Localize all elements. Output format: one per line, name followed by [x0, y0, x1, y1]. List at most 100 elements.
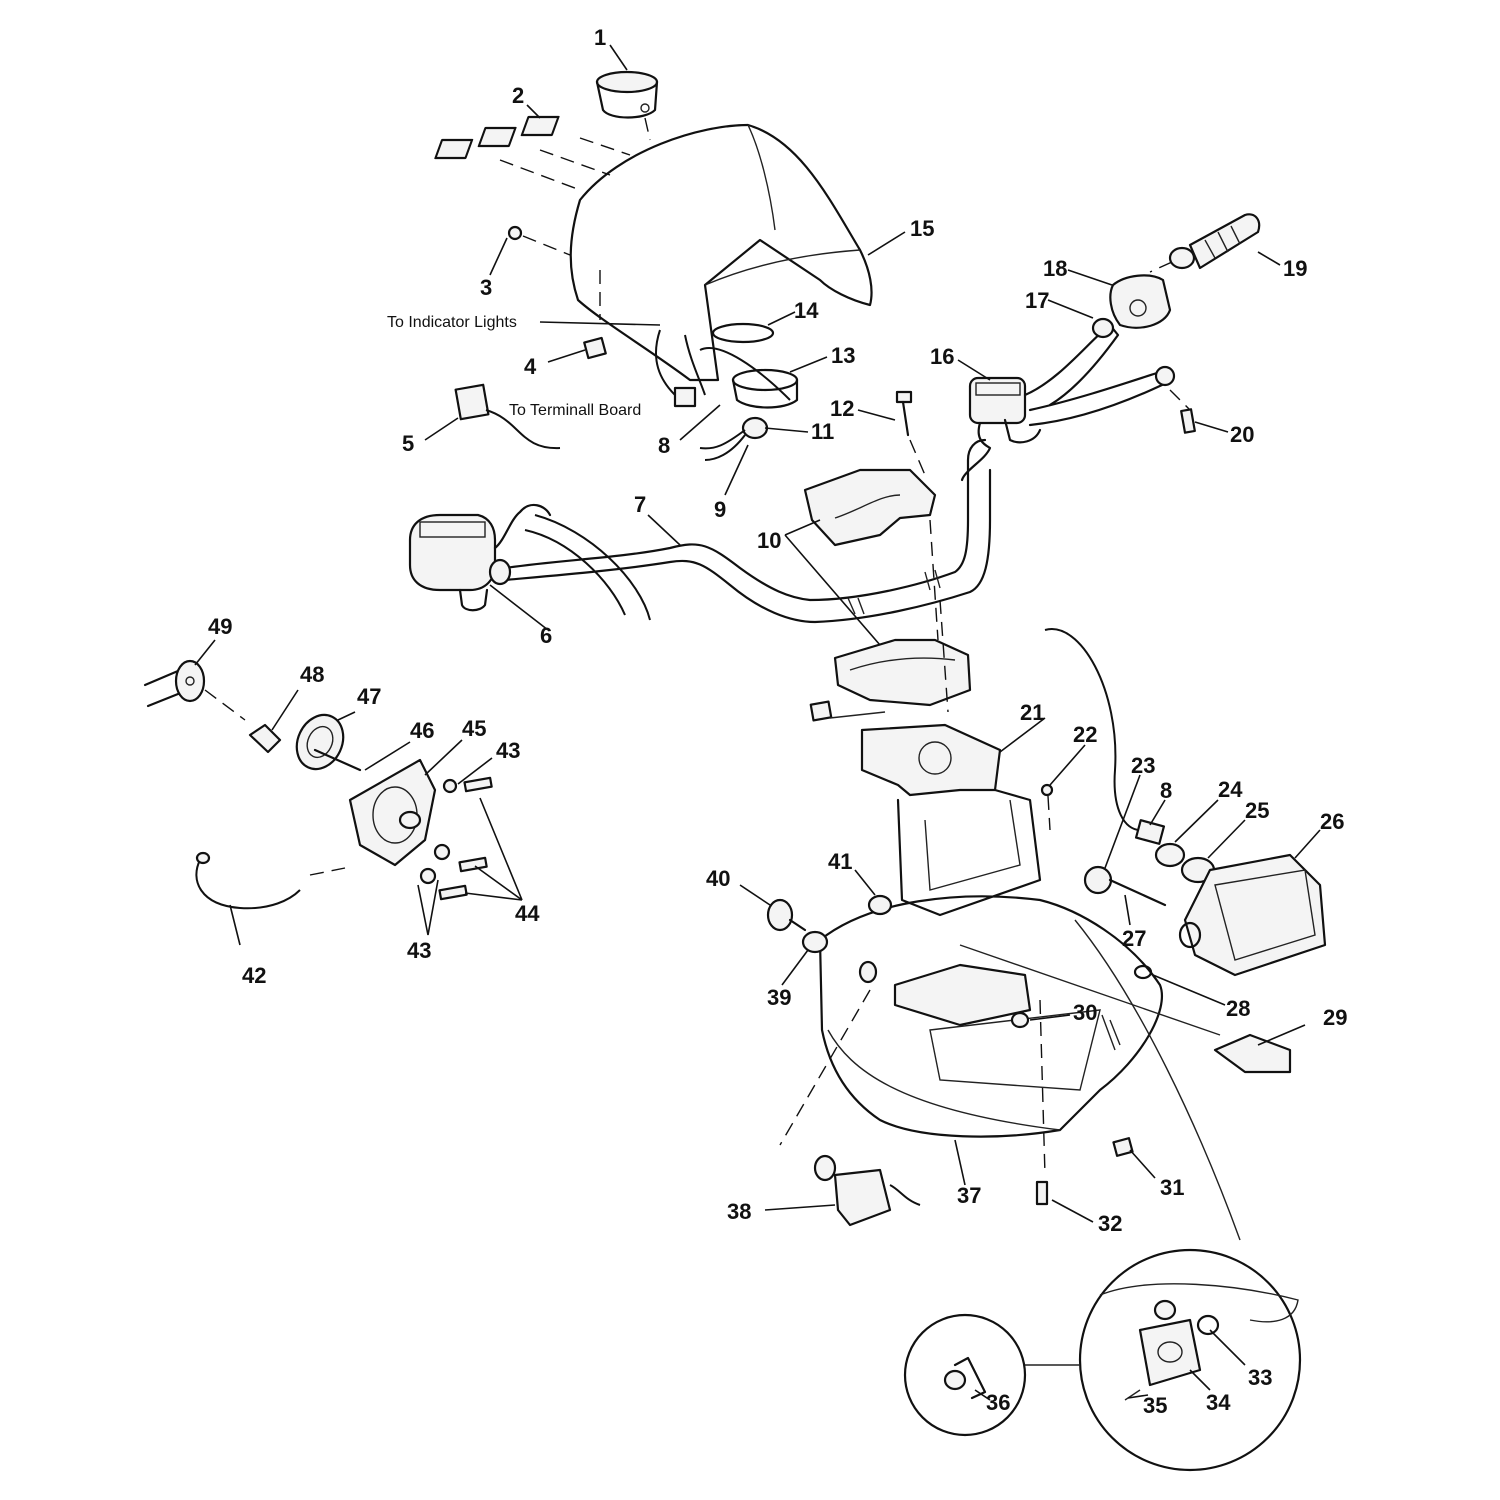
callout-3: 3: [480, 275, 492, 300]
mount-bracket-21: [860, 723, 1042, 917]
callout-39: 39: [767, 985, 791, 1010]
callout-40: 40: [706, 866, 730, 891]
inset-small: [903, 1313, 1027, 1437]
headlight-aim-line: [959, 944, 1221, 1036]
callout-1: 1: [594, 25, 606, 50]
callout-44: 44: [515, 901, 540, 926]
o-ring-28: [1133, 964, 1153, 980]
clamp-align-line: [929, 519, 939, 641]
callout-6: 6: [540, 623, 552, 648]
callout-22: 22: [1073, 722, 1097, 747]
callout-9: 9: [714, 497, 726, 522]
upper-clamp-10: [803, 468, 937, 547]
callout-8-bottom: 8: [1160, 778, 1172, 803]
callout-36: 36: [986, 1390, 1010, 1415]
callout-35: 35: [1143, 1393, 1167, 1418]
callout-10: 10: [757, 528, 781, 553]
adjuster-23: [1083, 865, 1167, 907]
callout-12: 12: [830, 396, 854, 421]
left-control-6: [408, 503, 651, 621]
callout-26: 26: [1320, 809, 1344, 834]
cable-42: [195, 851, 301, 910]
switch-38: [779, 989, 921, 1227]
indicator-lights-2: [434, 115, 631, 191]
inset-large: [1078, 1248, 1302, 1472]
screw-3: [507, 225, 571, 256]
callout-15: 15: [910, 216, 934, 241]
ring-14: [711, 322, 775, 344]
callout-23: 23: [1131, 753, 1155, 778]
callout-11: 11: [811, 419, 834, 444]
inset-pointer: [1074, 919, 1241, 1241]
callout-46: 46: [410, 718, 434, 743]
callout-28: 28: [1226, 996, 1250, 1021]
callout-33: 33: [1248, 1365, 1272, 1390]
right-control-16: [960, 323, 1176, 482]
callout-7: 7: [634, 492, 646, 517]
leader-lines: [194, 44, 1321, 1401]
callout-labels: 1 2 3 4 5 6 7 8 9 10 11 12 13 14 15 16 1…: [208, 25, 1347, 1418]
key-switch-40: [766, 898, 807, 932]
screw-12: [895, 390, 926, 476]
callout-20: 20: [1230, 422, 1254, 447]
nuts-43: [419, 778, 458, 885]
screw-32: [1035, 999, 1049, 1206]
screw-20: [1169, 389, 1196, 434]
headlight-pod-15: [569, 123, 873, 382]
socket-24: [1154, 842, 1186, 868]
handlebar-7: [503, 438, 992, 624]
wire-harness-8: [1044, 628, 1166, 845]
callout-8-top: 8: [658, 433, 670, 458]
callout-21: 21: [1020, 700, 1044, 725]
clip-4: [583, 336, 607, 360]
washer-41: [867, 894, 893, 916]
grip-19: [1149, 213, 1261, 273]
callout-30: 30: [1073, 1000, 1097, 1025]
callout-41: 41: [828, 849, 852, 874]
callout-25: 25: [1245, 798, 1269, 823]
callout-18: 18: [1043, 256, 1067, 281]
callout-43-upper: 43: [496, 738, 520, 763]
callout-38: 38: [727, 1199, 751, 1224]
callout-5: 5: [402, 431, 414, 456]
screw-22: [1040, 783, 1054, 831]
callout-29: 29: [1323, 1005, 1347, 1030]
clip-4-lower: [809, 700, 833, 722]
clamp-align-line-2: [939, 599, 949, 713]
callout-31: 31: [1160, 1175, 1184, 1200]
callout-37: 37: [957, 1183, 981, 1208]
lower-clamp-10: [833, 638, 972, 707]
callout-17: 17: [1025, 288, 1049, 313]
gauge-1: [595, 70, 659, 141]
clip-31: [1112, 1137, 1134, 1157]
callout-45: 45: [462, 716, 486, 741]
callout-47: 47: [357, 684, 381, 709]
callout-27: 27: [1122, 926, 1146, 951]
callout-24: 24: [1218, 777, 1243, 802]
switch-housing-18: [1109, 274, 1172, 329]
seal-47: [295, 713, 345, 771]
connector-29: [1213, 1033, 1292, 1074]
callout-13: 13: [831, 343, 855, 368]
headlight-26: [1178, 853, 1327, 977]
shaft-46: [313, 748, 362, 772]
nut-30: [1010, 1011, 1030, 1029]
callout-4-top: 4: [524, 354, 537, 379]
leader-clip: [829, 711, 886, 719]
bolts-44: [438, 776, 493, 901]
note-indicator-lights: To Indicator Lights: [387, 314, 517, 331]
bulb-harness: [655, 329, 791, 461]
lower-shroud-37: [818, 895, 1163, 1138]
callout-48: 48: [300, 662, 324, 687]
callout-2: 2: [512, 83, 524, 108]
bar-pad-49: [143, 659, 246, 721]
callout-49: 49: [208, 614, 232, 639]
callout-16: 16: [930, 344, 954, 369]
spacer-17: [1091, 317, 1115, 339]
plate-45: [348, 758, 437, 867]
connector-5: [454, 383, 561, 450]
callout-32: 32: [1098, 1211, 1122, 1236]
callout-43-lower: 43: [407, 938, 431, 963]
retainer-13: [731, 368, 799, 409]
